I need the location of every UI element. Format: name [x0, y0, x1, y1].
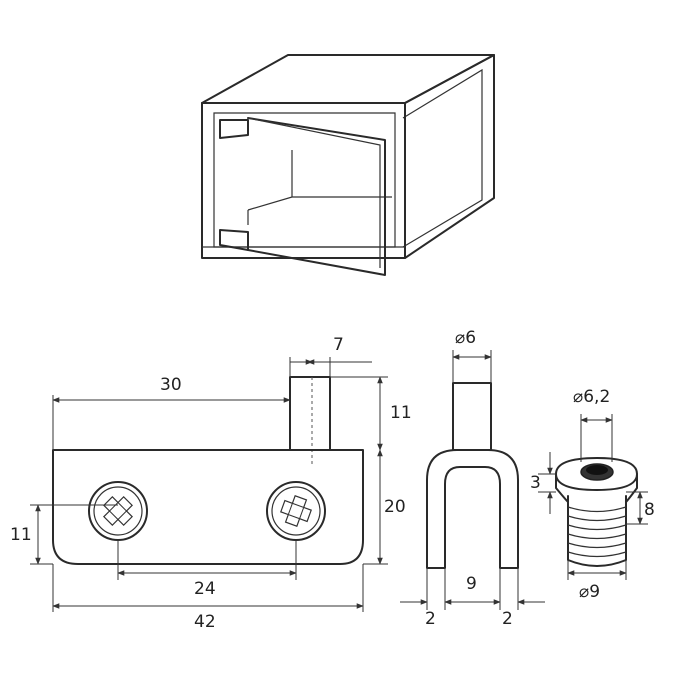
- bracket-body: [426, 449, 519, 569]
- u-bracket: ⌀6 9 2 2: [400, 328, 545, 629]
- dim-7: 7: [333, 335, 344, 355]
- bushing: ⌀6,2 3 8 ⌀9: [530, 387, 655, 602]
- dim-30: 30: [160, 375, 182, 395]
- dim-8: 8: [644, 500, 655, 520]
- screw-icon: [266, 481, 326, 541]
- dim-42: 42: [194, 612, 216, 632]
- dim-20: 20: [384, 497, 406, 517]
- dim-2-right: 2: [502, 609, 513, 629]
- screw-icon: [88, 481, 148, 541]
- dim-diameter-9: ⌀9: [579, 582, 600, 602]
- dim-11-pin: 11: [390, 403, 412, 423]
- dim-diameter-6: ⌀6: [455, 328, 476, 348]
- hinge-pin: [289, 376, 331, 451]
- dim-3: 3: [530, 473, 541, 493]
- cabinet-illustration: [201, 54, 495, 276]
- hinge-plate: 30 7 11 20 11 24 42: [10, 335, 412, 632]
- dim-9: 9: [466, 574, 477, 594]
- dim-11-left: 11: [10, 525, 32, 545]
- hinge-body: [52, 449, 364, 565]
- bracket-pin: [452, 382, 492, 451]
- dim-24: 24: [194, 579, 216, 599]
- dim-diameter-6-2: ⌀6,2: [573, 387, 610, 407]
- dim-2-left: 2: [425, 609, 436, 629]
